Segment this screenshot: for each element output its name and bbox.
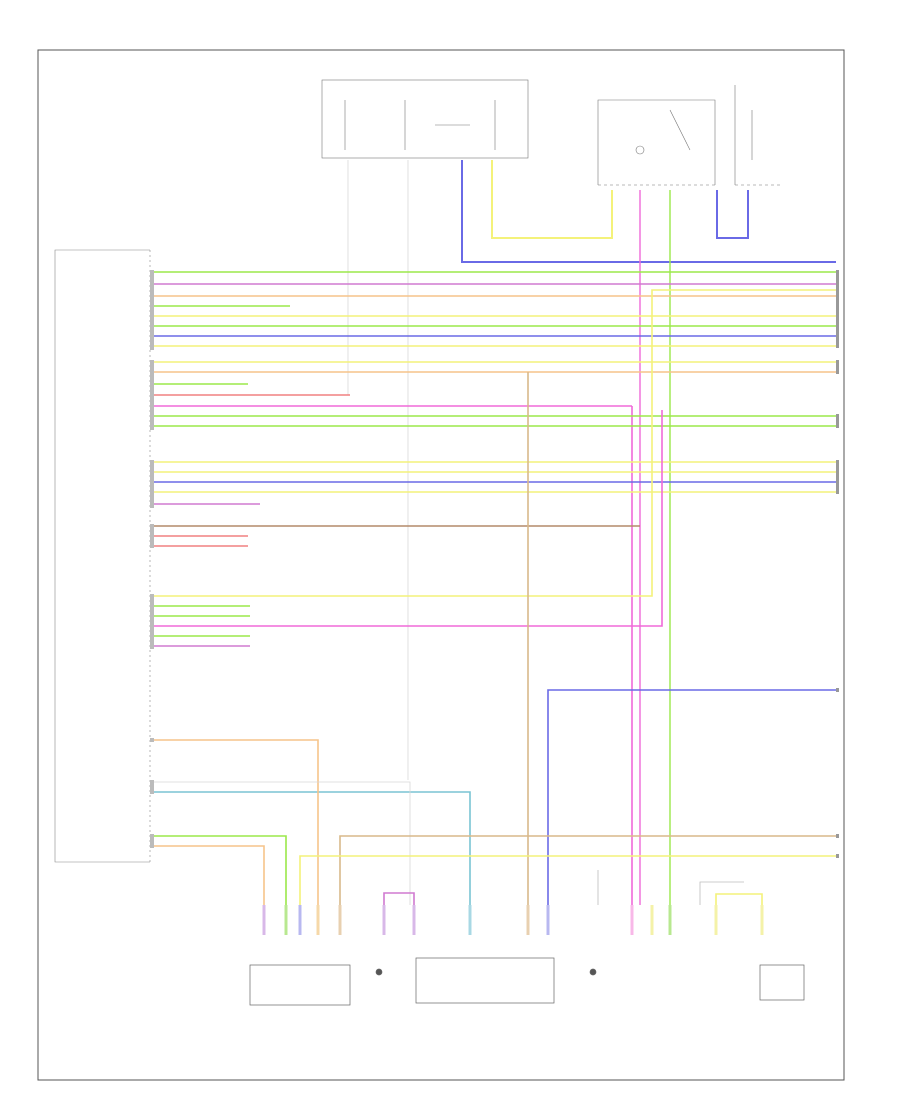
wire-group-5	[150, 289, 836, 647]
control-module	[54, 249, 151, 863]
diagram-frame	[37, 49, 845, 1081]
right-terminals	[836, 270, 839, 858]
blower-relay	[597, 99, 716, 186]
sensor-left-symbol	[375, 968, 383, 976]
wire-group-3	[150, 461, 836, 505]
temperature-actuator-box	[249, 964, 351, 1006]
wire-group-2	[150, 361, 836, 905]
bottom-components	[249, 957, 805, 1006]
mode-actuator-box	[415, 957, 555, 1004]
blower-controller-box	[759, 964, 805, 1001]
sensor-center-symbol	[589, 968, 597, 976]
wire-group-4	[150, 525, 640, 547]
bottom-drop-wires	[150, 372, 836, 905]
wire-group-1	[150, 271, 836, 347]
fuse-box-top	[321, 79, 529, 159]
top-feed-wires	[347, 160, 836, 905]
bottom-connectors	[262, 905, 764, 935]
left-pin-marks	[150, 270, 154, 848]
fuse-box-right	[734, 85, 780, 186]
